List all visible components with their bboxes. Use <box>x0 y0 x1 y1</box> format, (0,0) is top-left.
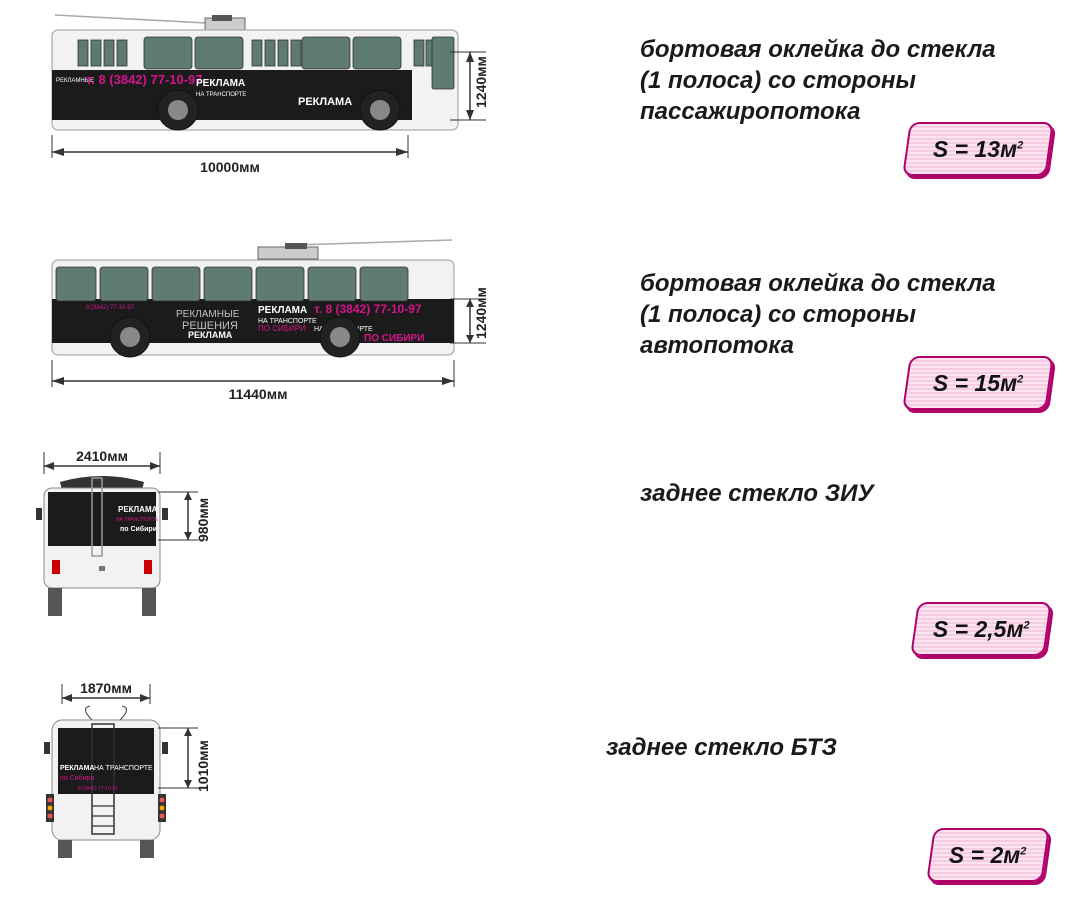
rear-ziu-subtitle: НА ТРАНСПОРТЕ <box>116 517 159 523</box>
area-exponent: 2 <box>1020 844 1027 857</box>
ad-title-3: РЕКЛАМА <box>258 305 307 316</box>
description-rear-ziu: заднее стекло ЗИУ <box>640 480 874 507</box>
length-label-2: 11440мм <box>229 386 288 402</box>
ad-brand-top: РЕКЛАМНЫЕ <box>176 309 240 320</box>
area-exponent: 2 <box>1017 372 1024 385</box>
area-exponent: 2 <box>1023 618 1030 631</box>
ad-subtitle2-b: ПО СИБИРИ <box>364 333 424 344</box>
ad-phone-2: 8 (3842) 77-10-97 <box>86 305 135 311</box>
description-traffic-side: бортовая оклейка до стекла (1 полоса) со… <box>640 270 996 359</box>
svg-text:РЕКЛАМНЫЕ: РЕКЛАМНЫЕ <box>56 78 94 84</box>
rear-btz-title: РЕКЛАМА <box>60 765 94 772</box>
ad-title: РЕКЛАМА <box>196 78 245 89</box>
rear-btz-subtitle: НА ТРАНСПОРТЕ <box>94 765 153 772</box>
width-label-ziu: 2410мм <box>76 448 128 464</box>
ad-title-4: РЕКЛАМА <box>188 330 233 340</box>
length-label-1: 10000мм <box>200 159 260 175</box>
area-value-passenger-side: S = 13м <box>932 135 1018 162</box>
ad-subtitle2: ПО СИБИРИ <box>258 324 306 333</box>
rear-window-btz-diagram: 1870мм РЕКЛАМА НА ТРАНСПОРТЕ по Сибири 8… <box>44 680 211 858</box>
ad-subtitle: НА ТРАНСПОРТЕ <box>196 92 246 98</box>
area-badge-traffic-side: S = 15м2 <box>902 356 1054 410</box>
description-rear-btz: заднее стекло БТЗ <box>606 734 837 761</box>
area-value-rear-btz: S = 2м <box>949 841 1021 868</box>
height-label-ziu: 980мм <box>195 498 211 542</box>
bus-side-passenger-diagram: РЕКЛАМНЫЕ т. 8 (3842) 77-10-97 РЕКЛАМА Р… <box>51 14 489 175</box>
area-exponent: 2 <box>1017 138 1024 151</box>
description-passenger-side: бортовая оклейка до стекла (1 полоса) со… <box>640 36 996 125</box>
height-label-2: 1240мм <box>473 287 489 339</box>
height-label-btz: 1010мм <box>195 740 211 792</box>
bus-side-traffic-diagram: 8 (3842) 77-10-97 РЕКЛАМНЫЕ РЕШЕНИЯ РЕКЛ… <box>51 239 489 402</box>
rear-window-ziu-diagram: 2410мм РЕКЛАМА НА ТРАНСПОРТЕ по Сибири 9… <box>36 448 211 616</box>
area-value-rear-ziu: S = 2,5м <box>932 615 1024 642</box>
ad-brand-bottom: РЕШЕНИЯ <box>182 320 238 332</box>
rear-ziu-sibir: по Сибири <box>120 525 157 533</box>
area-badge-rear-btz: S = 2м2 <box>926 828 1050 882</box>
ad-title-2: РЕКЛАМА <box>298 96 352 108</box>
rear-btz-sibir: по Сибири <box>60 774 94 782</box>
area-badge-rear-ziu: S = 2,5м2 <box>910 602 1052 656</box>
ad-phone-3: т. 8 (3842) 77-10-97 <box>314 302 422 316</box>
ad-subtitle-2: НА ТРАНСПОРТЕ <box>258 318 317 325</box>
ad-phone: т. 8 (3842) 77-10-97 <box>86 72 203 87</box>
height-label-1: 1240мм <box>473 56 489 108</box>
width-label-btz: 1870мм <box>80 680 132 696</box>
area-badge-passenger-side: S = 13м2 <box>902 122 1054 176</box>
rear-ziu-title: РЕКЛАМА <box>118 505 158 514</box>
area-value-traffic-side: S = 15м <box>932 369 1018 396</box>
rear-btz-phone: 8 (3842) 77-10-97 <box>78 786 118 792</box>
